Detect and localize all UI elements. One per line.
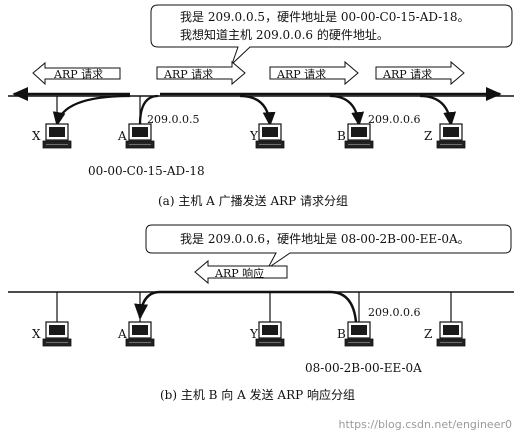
callout-a-line1: 我是 209.0.0.5，硬件地址是 00-00-C0-15-AD-18。 (180, 10, 470, 24)
caption-a: (a) 主机 A 广播发送 ARP 请求分组 (158, 193, 348, 208)
ip-label-b-part-b: 209.0.0.6 (368, 306, 420, 319)
callout-bubble-a (150, 4, 513, 65)
host-label-b: B (337, 129, 346, 143)
host-a-a (125, 123, 155, 149)
svg-text:ARP 请求: ARP 请求 (382, 68, 432, 81)
svg-text:ARP 请求: ARP 请求 (53, 68, 103, 81)
svg-text:ARP 请求: ARP 请求 (276, 68, 326, 81)
host-z-a (436, 123, 466, 149)
arp-request-label-2: ARP 请求 (156, 60, 246, 86)
arp-request-label-3: ARP 请求 (269, 60, 359, 86)
callout-a-line2: 我想知道主机 209.0.0.6 的硬件地址。 (180, 27, 389, 42)
host-z-b (436, 321, 466, 347)
host-y-a (255, 123, 285, 149)
host-label-a-b: A (117, 327, 127, 341)
svg-text:ARP 响应: ARP 响应 (214, 266, 264, 280)
host-label-z-b: Z (424, 327, 432, 341)
ip-label-b: 209.0.0.6 (368, 113, 420, 126)
host-y-b (255, 321, 285, 347)
host-label-x: X (32, 129, 41, 143)
host-label-y: Y (249, 129, 259, 143)
callout-bubble-b (145, 224, 512, 269)
arp-request-label-4: ARP 请求 (375, 60, 465, 86)
arp-reply-label: ARP 响应 (194, 259, 288, 285)
mac-label-a: 00-00-C0-15-AD-18 (88, 164, 205, 178)
host-x-a (42, 123, 72, 149)
arrow-to-x (52, 94, 131, 127)
watermark: https://blog.csdn.net/engineer0 (339, 418, 512, 431)
host-label-a: A (117, 129, 127, 143)
part-b: 我是 209.0.0.6，硬件地址是 08-00-2B-00-EE-0A。 AR… (8, 224, 514, 402)
arrow-to-y (239, 94, 276, 127)
host-b-a (344, 123, 374, 149)
svg-text:ARP 请求: ARP 请求 (163, 68, 213, 81)
host-label-y-b: Y (249, 327, 259, 341)
arrow-to-z (419, 94, 457, 127)
arp-request-label-1: ARP 请求 (32, 61, 121, 86)
mac-label-b: 08-00-2B-00-EE-0A (305, 361, 422, 375)
host-label-x-b: X (32, 327, 41, 341)
callout-b-line1: 我是 209.0.0.6，硬件地址是 08-00-2B-00-EE-0A。 (180, 232, 470, 246)
part-a: 我是 209.0.0.5，硬件地址是 00-00-C0-15-AD-18。 我想… (8, 4, 514, 208)
reply-arrow-b-to-a (134, 290, 358, 323)
host-x-b (42, 321, 72, 347)
caption-b: (b) 主机 B 向 A 发送 ARP 响应分组 (160, 387, 355, 402)
arrow-to-b (329, 94, 365, 127)
host-label-z: Z (424, 129, 432, 143)
host-label-b-b: B (337, 327, 346, 341)
host-a-b (125, 321, 155, 347)
ip-label-a: 209.0.0.5 (147, 113, 199, 126)
host-b-b (344, 321, 374, 347)
